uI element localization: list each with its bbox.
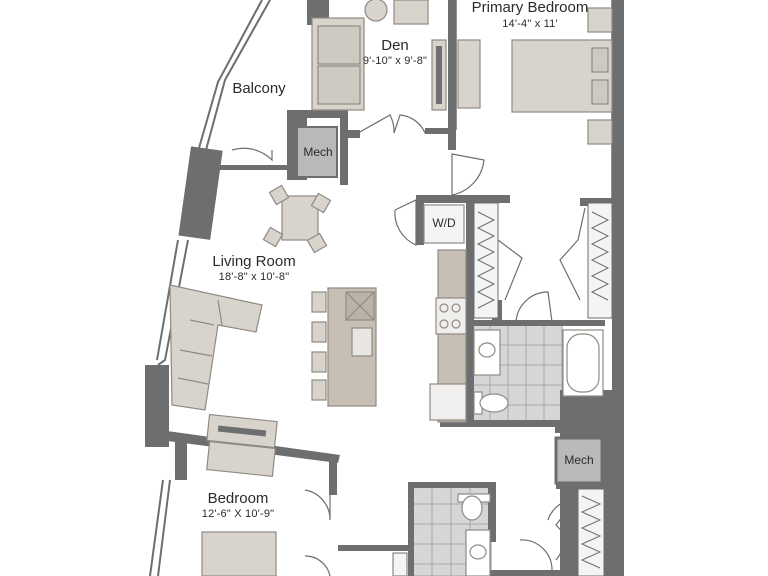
den-chair (393, 0, 429, 25)
wd-label: W/D (432, 216, 456, 230)
primary-bedroom-name: Primary Bedroom (471, 0, 589, 16)
nightstand-upper (587, 7, 613, 33)
mech-label-lower: Mech (564, 453, 594, 467)
dining-table (281, 195, 319, 241)
furniture (169, 0, 613, 576)
living-room-dims: 18'-8" x 10'-8" (218, 271, 290, 283)
living-room-name: Living Room (212, 253, 296, 270)
bedroom-dims: 12'-6" X 10'-9" (201, 508, 275, 520)
washer-dryer (423, 204, 465, 244)
balcony-name: Balcony (232, 80, 286, 97)
bedroom-dresser-lower (206, 440, 276, 478)
mech-closet-upper (296, 126, 338, 178)
den-name: Den (381, 37, 409, 54)
bedroom-name: Bedroom (207, 490, 269, 507)
bedroom-dresser (457, 39, 481, 109)
mech-label-upper: Mech (303, 145, 333, 159)
den-round-table (364, 0, 388, 22)
primary-bedroom-dims: 14'-4" x 11' (502, 18, 558, 30)
balcony-railing (149, 0, 271, 576)
sectional-sofa (169, 284, 263, 411)
nightstand-lower (587, 119, 613, 145)
den-dims: 9'-10" x 9'-8" (362, 55, 428, 67)
bedroom-bed (201, 531, 277, 576)
closet-hangers (392, 202, 613, 576)
walls (145, 0, 624, 576)
